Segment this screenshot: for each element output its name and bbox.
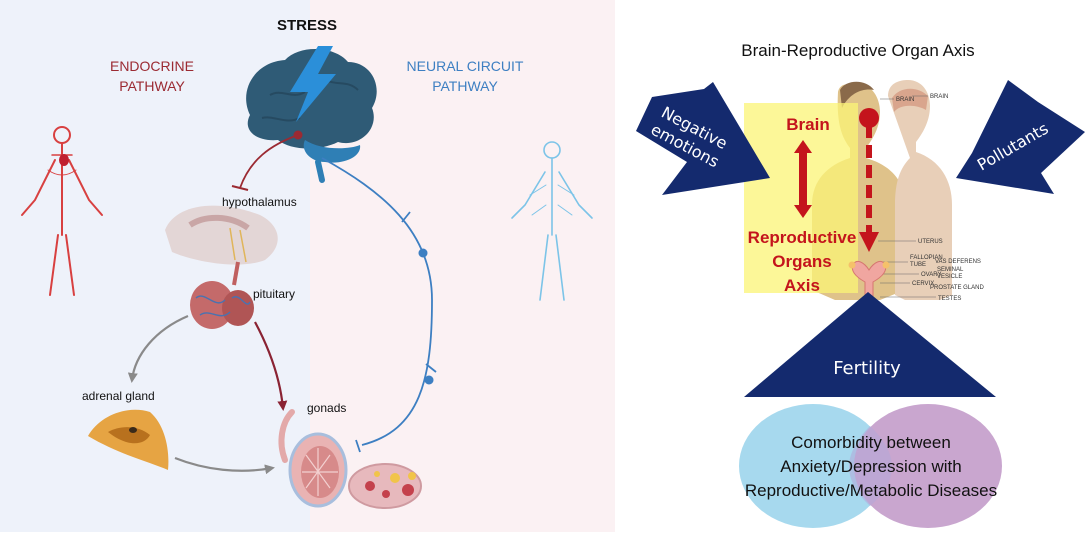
axis-title: Brain-Reproductive Organ Axis — [741, 41, 974, 60]
reproductive-label-line3: Axis — [784, 276, 820, 295]
anatomy-fallopian-2: TUBE — [910, 262, 926, 268]
comorbidity-line2: Anxiety/Depression with — [780, 457, 961, 476]
reproductive-label-line1: Reproductive — [748, 228, 857, 247]
endocrine-inhibition-line — [231, 130, 303, 191]
venn-overlap — [849, 426, 892, 506]
adrenal-gland-illustration — [88, 409, 169, 470]
anatomy-brain-1: BRAIN — [896, 97, 914, 103]
anatomy-testes: TESTES — [938, 296, 961, 302]
comorbidity-line3: Reproductive/Metabolic Diseases — [745, 481, 997, 500]
lightning-bolt-icon — [290, 46, 336, 122]
hypothalamus-illustration — [165, 205, 278, 265]
stress-title: STRESS — [277, 17, 337, 34]
pituitary-label: pituitary — [253, 287, 295, 301]
reproductive-metabolic-circle — [854, 404, 1002, 528]
bidirectional-arrow — [794, 140, 812, 218]
anatomy-seminal-1: SEMINAL — [937, 267, 964, 273]
anatomy-ovary: OVARY — [921, 272, 941, 278]
fertility-triangle — [744, 292, 996, 397]
circulatory-body-icon — [21, 126, 103, 296]
endocrine-title-line2: PATHWAY — [119, 78, 185, 94]
neural-title-line2: PATHWAY — [432, 78, 498, 94]
negative-emotions-arrow — [636, 82, 770, 195]
comorbidity-line1: Comorbidity between — [791, 433, 951, 452]
anxiety-depression-circle — [739, 404, 887, 528]
nervous-body-icon — [511, 141, 593, 301]
anatomy-seminal-2: VESICLE — [937, 274, 962, 280]
fertility-label: Fertility — [833, 358, 901, 379]
endocrine-title-line1: ENDOCRINE — [110, 58, 194, 74]
adrenal-to-gonads-arrow — [174, 456, 275, 475]
gonads-label: gonads — [307, 401, 346, 415]
anatomy-labels: BRAIN BRAIN UTERUS FALLOPIAN TUBE VAS DE… — [896, 94, 984, 302]
pituitary-to-gonads-arrow — [254, 321, 288, 411]
brain-label: Brain — [786, 115, 829, 134]
reproductive-label-line2: Organs — [772, 252, 832, 271]
pituitary-illustration — [190, 261, 254, 329]
anatomy-leader-lines — [878, 95, 936, 298]
uterus-icon — [848, 260, 890, 301]
pollutants-arrow — [956, 80, 1085, 194]
ovary-illustration — [348, 463, 422, 509]
right-panel: Brain-Reproductive Organ Axis BRAIN BRAI… — [636, 41, 1085, 528]
anatomy-vas-deferens: VAS DEFERENS — [935, 259, 981, 265]
brain-to-organs-dashed-arrow — [859, 108, 879, 252]
neural-circuit-line — [321, 157, 437, 453]
anatomy-brain-2: BRAIN — [930, 94, 948, 100]
adrenal-gland-label: adrenal gland — [82, 389, 155, 403]
neural-title-line1: NEURAL CIRCUIT — [407, 58, 524, 74]
testis-illustration — [278, 409, 348, 508]
male-body-silhouette — [888, 80, 952, 300]
anatomy-cervix: CERVIX — [912, 281, 934, 287]
pituitary-to-adrenal-arrow — [127, 314, 189, 383]
anatomy-uterus: UTERUS — [918, 239, 943, 245]
left-panel: STRESS ENDOCRINE PATHWAY NEURAL CIRCUIT … — [0, 0, 615, 532]
anatomy-fallopian-1: FALLOPIAN — [910, 255, 943, 261]
anatomy-prostate: PROSTATE GLAND — [930, 285, 984, 291]
hypothalamus-label: hypothalamus — [222, 195, 297, 209]
